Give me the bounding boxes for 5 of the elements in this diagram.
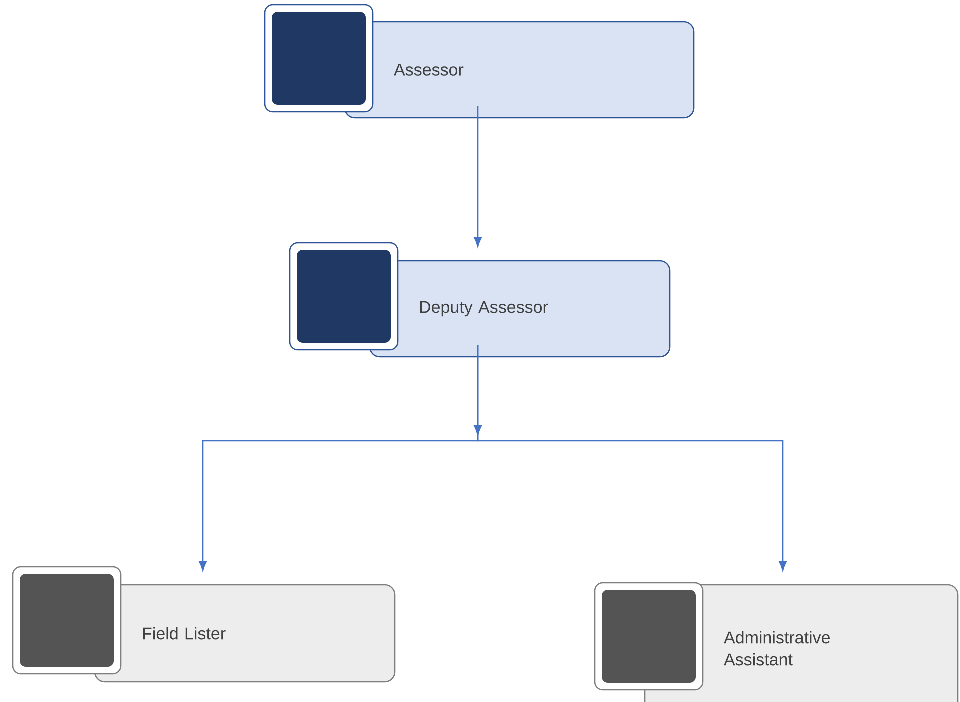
role-box: Deputy Assessor <box>369 260 671 358</box>
connector-arrow <box>474 106 482 247</box>
role-box: Field Lister <box>94 584 396 683</box>
role-box: Assessor <box>344 21 695 119</box>
connector-arrow <box>474 345 788 571</box>
